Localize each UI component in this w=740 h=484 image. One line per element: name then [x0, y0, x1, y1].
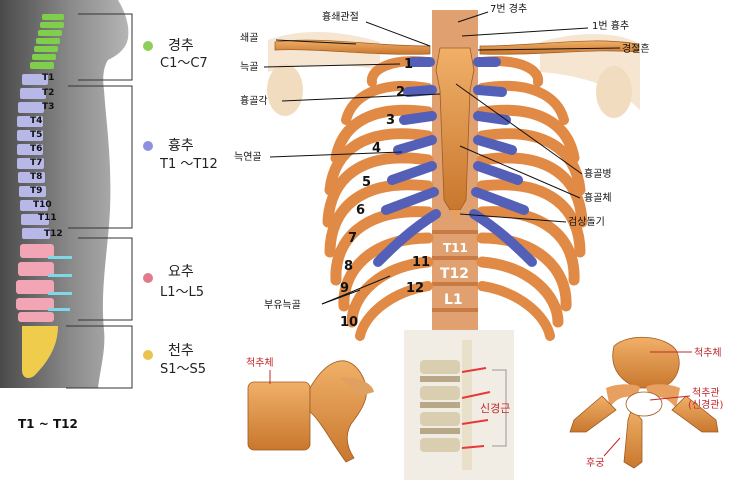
label-rib: 늑골	[240, 61, 258, 73]
bracket-sacral	[66, 325, 133, 389]
ribcage-labels: 흉쇄관절 7번 경추 1번 흉추 쇄골 경절흔 늑골 흉골각 늑연골 흉골병 흉…	[234, 2, 650, 311]
rib-number: 6	[356, 203, 365, 218]
spine-column	[16, 14, 72, 378]
rib-number: 5	[362, 175, 371, 190]
group-name: 흉추	[168, 138, 194, 154]
group-brackets	[66, 13, 133, 389]
group-sacral: 천추 S1～S5	[143, 343, 206, 377]
rib-numbers: 1 2 3 4 5 6 7 8 9 10 11 12	[340, 57, 430, 330]
column-segments	[432, 230, 478, 312]
vertebra-top-leaders	[603, 351, 692, 457]
group-cervical: 경추 C1～C7	[143, 38, 208, 71]
vertebra-side-view	[247, 360, 374, 463]
nerve-root-image	[404, 330, 514, 480]
label-sternoclavicular: 흉쇄관절	[322, 10, 359, 23]
column-label: L1	[444, 292, 463, 308]
group-range: T1 ～T12	[159, 157, 218, 172]
left-clavicle	[274, 39, 431, 55]
costal-cartilage	[373, 57, 537, 267]
left-humeral-head	[267, 64, 303, 116]
right-ribs	[476, 56, 588, 341]
label-lamina: 후궁	[586, 457, 604, 469]
spine-caption: T1 ~ T12	[18, 417, 78, 431]
vertebra-top-view	[569, 336, 719, 469]
label-vertebra-canal-sub: (신경관)	[688, 398, 724, 411]
label-vertebra-side: 척추체	[246, 357, 274, 369]
rib-number: 11	[412, 255, 430, 270]
thoracic-vertebrae	[17, 74, 50, 239]
rib-number: 8	[344, 259, 353, 274]
vertebra-label: T3	[42, 102, 54, 112]
rib-number: 7	[348, 231, 357, 246]
vertebra-label: T9	[30, 186, 42, 196]
sacrum	[22, 326, 58, 378]
vertebra-label: T12	[44, 229, 63, 239]
label-clavicle: 쇄골	[240, 32, 258, 44]
label-costal-cartilage: 늑연골	[234, 151, 262, 163]
vertebra-label: T8	[30, 172, 42, 182]
label-t1: 1번 흉추	[592, 19, 629, 32]
group-dot	[143, 141, 153, 151]
label-sternum-handle: 흉골병	[584, 167, 612, 180]
group-name: 경추	[168, 38, 194, 54]
cervical-vertebrae	[30, 14, 64, 69]
vertebra-label: T11	[38, 213, 57, 223]
group-dot	[143, 350, 153, 360]
lumbar-vertebrae	[16, 244, 54, 322]
column-label: T12	[440, 266, 469, 282]
label-floating-ribs: 부유늑골	[264, 299, 301, 311]
vertebra-label: T2	[42, 88, 54, 98]
rib-number: 1	[404, 57, 413, 72]
left-ribs	[322, 56, 434, 341]
rib-number: 12	[406, 281, 424, 296]
vertebra-label: T4	[30, 116, 42, 126]
group-lumbar: 요추 L1～L5	[143, 264, 204, 300]
label-sternal-angle: 흉골각	[240, 94, 268, 107]
bracket-cervical	[78, 13, 133, 81]
label-jugular-notch: 경절흔	[622, 42, 650, 55]
label-c7: 7번 경추	[490, 2, 527, 15]
label-vertebra-canal: 척추관	[692, 387, 720, 399]
vertebra-label: T5	[30, 130, 42, 140]
rib-number: 2	[396, 85, 405, 100]
thoracic-labels: T1 T2 T3 T4 T5 T6 T7 T8 T9 T10 T11 T12	[30, 73, 63, 239]
rib-cage	[267, 10, 640, 341]
leader-lines	[263, 11, 621, 305]
bracket-lumbar	[78, 237, 133, 321]
spinal-discs	[48, 256, 72, 311]
vertebra-label: T10	[33, 200, 52, 210]
group-range: C1～C7	[160, 56, 208, 71]
vertebra-label: T7	[30, 158, 42, 168]
bracket-thoracic	[68, 85, 133, 229]
group-name: 요추	[168, 264, 194, 280]
vertebra-label: T6	[30, 144, 42, 154]
rib-number: 9	[340, 281, 349, 296]
vertebra-label: T1	[42, 73, 54, 83]
rib-number: 10	[340, 315, 358, 330]
column-label: T11	[443, 241, 468, 255]
group-dot	[143, 41, 153, 51]
label-vertebra-top-body: 척추체	[694, 347, 722, 359]
right-clavicle	[479, 40, 639, 55]
label-nerve-root: 신경근	[480, 402, 510, 415]
rib-number: 3	[386, 113, 395, 128]
right-humeral-head	[596, 66, 632, 118]
column-labels: T11 T12 L1	[440, 241, 469, 308]
group-range: L1～L5	[160, 285, 204, 300]
rib-number: 4	[372, 141, 381, 156]
label-sternum-body: 흉골체	[584, 191, 612, 204]
group-range: S1～S5	[160, 362, 206, 377]
group-dot	[143, 273, 153, 283]
group-thoracic: 흉추 T1 ～T12	[143, 138, 218, 172]
xiphoid-process	[450, 210, 460, 226]
group-name: 천추	[168, 343, 194, 359]
label-xiphoid: 검상돌기	[568, 216, 605, 228]
